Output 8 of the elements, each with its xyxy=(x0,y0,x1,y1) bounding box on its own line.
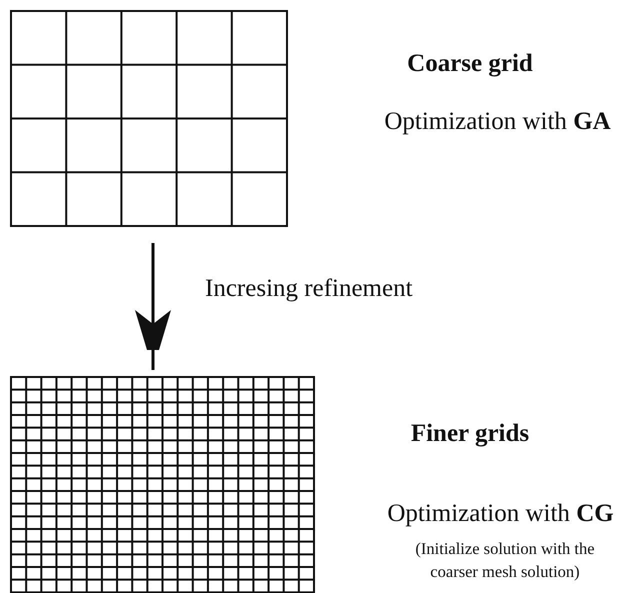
method-text: Optimization with GA xyxy=(383,108,612,136)
heading-text: Finer grids xyxy=(410,420,530,448)
fine-grid-drawing xyxy=(10,376,315,593)
arrow xyxy=(135,243,171,370)
heading-text: Coarse grid xyxy=(406,50,534,78)
coarse-grid-drawing xyxy=(10,10,288,227)
method-text: Optimization with CG xyxy=(386,500,615,528)
note-text: (Initialize solution with the coarser mesh solution) xyxy=(414,538,596,584)
